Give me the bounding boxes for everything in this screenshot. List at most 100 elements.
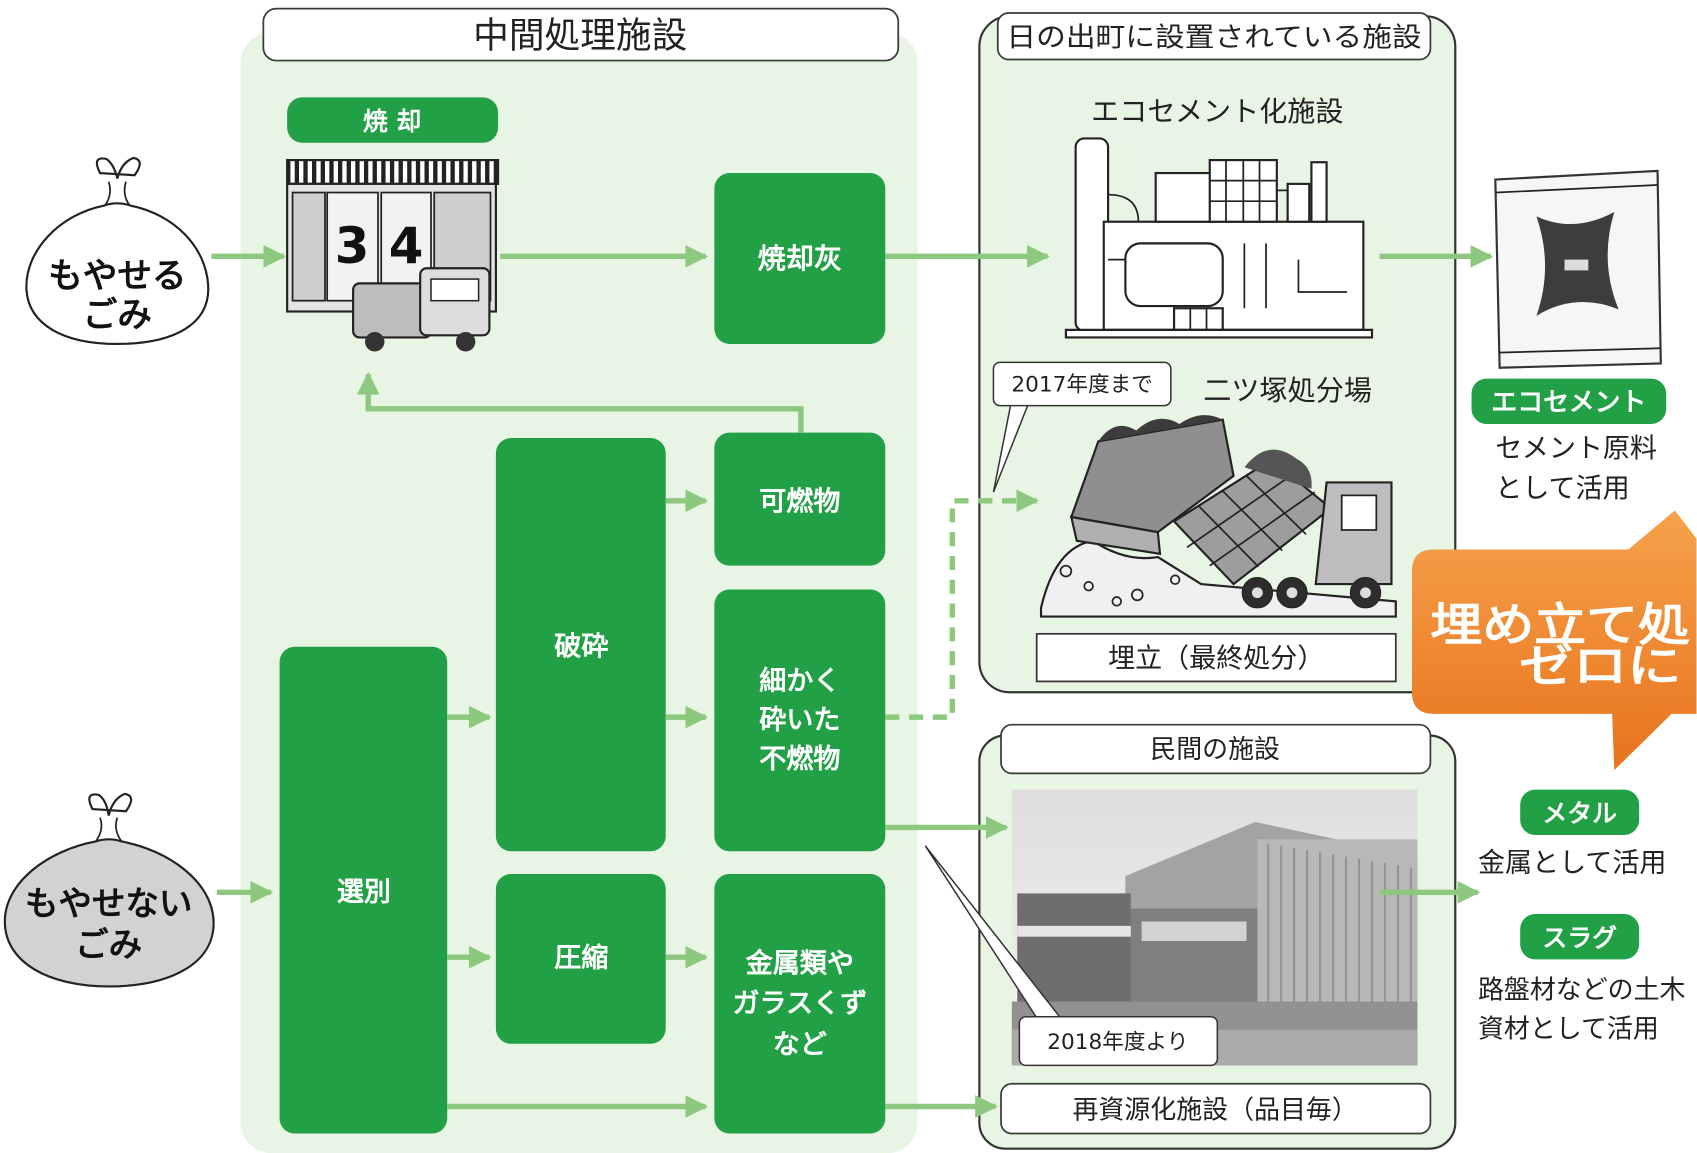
plant-pipes xyxy=(1108,189,1348,309)
hinode-title: 日の出町に設置されている施設 xyxy=(1006,23,1421,54)
landfill-pebbles xyxy=(1059,564,1181,607)
burnable-label-line2: ごみ xyxy=(83,296,152,336)
arrow-combustibles-to-incinerator xyxy=(356,371,804,433)
plant-ground xyxy=(1064,328,1374,339)
intermediate-header: 中間処理施設 xyxy=(262,7,900,62)
landfill-heap-front xyxy=(1069,515,1162,556)
slag-output: スラグ 路盤材などの土木 資材として活用 xyxy=(1478,913,1686,1044)
slag-desc-line2: 資材として活用 xyxy=(1478,1014,1659,1044)
metal-label: メタル xyxy=(1542,799,1617,828)
nonburnable-garbage-bag: もやせない ごみ xyxy=(3,792,215,988)
fine-noncombustibles-box: 細かく 砕いた 不燃物 xyxy=(714,589,886,852)
plant-horizontal-tank xyxy=(1124,242,1224,308)
garbage-truck-wheel xyxy=(365,332,385,352)
ash-box-bg xyxy=(714,173,886,344)
callout-from-2018-box xyxy=(1018,1015,1219,1067)
dump-truck-hub xyxy=(1360,587,1371,599)
compression-label: 圧縮 xyxy=(554,942,608,974)
recycling-box-label: 再資源化施設（品目毎） xyxy=(1073,1095,1358,1125)
incinerator-roof-band xyxy=(286,158,500,185)
incinerator-door-1 xyxy=(291,191,326,302)
combustibles-box-bg xyxy=(714,432,886,566)
arrow-fine-to-landfill-dashed xyxy=(885,489,1039,720)
ecocement-bag-tag xyxy=(1564,259,1589,271)
ecocement-plant-illustration xyxy=(1064,137,1374,339)
garbage-truck-wheel xyxy=(455,332,476,352)
metals-glass-line2: ガラスくず xyxy=(733,988,868,1019)
photo-main-building-front xyxy=(1257,839,1418,1006)
callout-zero-landfill-line2: ゼロに xyxy=(1519,639,1681,692)
sorting-label: 選別 xyxy=(337,877,391,908)
ash-label: 焼却灰 xyxy=(758,242,842,275)
callout-until-2017: 2017年度まで xyxy=(992,361,1172,493)
private-title: 民間の施設 xyxy=(1150,735,1280,765)
slag-desc-line1: 路盤材などの土木 xyxy=(1478,975,1686,1005)
combustibles-box: 可燃物 xyxy=(714,432,886,566)
photo-front-stripes xyxy=(1267,843,1413,1006)
ecocement-label: エコセメント xyxy=(1491,388,1646,418)
crushing-box: 破砕 xyxy=(495,438,666,852)
callout-until-2017-text: 2017年度まで xyxy=(1011,373,1153,398)
plant-door xyxy=(1172,307,1224,331)
fine-noncombustibles-line2: 砕いた xyxy=(759,705,840,736)
ecocement-output: エコセメント セメント原料 として活用 xyxy=(1471,378,1667,505)
crushing-box-bg xyxy=(495,438,666,852)
plant-stack-2 xyxy=(1310,161,1328,223)
sorting-box: 選別 xyxy=(279,646,448,1134)
landfill-box-label: 埋立（最終処分） xyxy=(1108,643,1324,674)
landfill-box-bg xyxy=(1035,632,1397,683)
ash-box: 焼却灰 xyxy=(714,173,886,344)
dump-truck-window xyxy=(1340,494,1378,531)
callout-from-2018-text: 2018年度より xyxy=(1047,1030,1188,1055)
private-header-box xyxy=(1000,723,1432,775)
photo-left-band xyxy=(1017,925,1131,937)
burnable-garbage-bag: もやせる ごみ xyxy=(25,156,210,346)
ecocement-bag-crimp xyxy=(1496,184,1660,354)
burnable-label-line1: もやせる xyxy=(48,257,186,297)
incinerator-door-number-4: 4 xyxy=(389,217,424,275)
dump-truck-bed-grid xyxy=(1186,471,1316,568)
sorting-box-bg xyxy=(279,646,448,1134)
bag-neck xyxy=(94,817,123,843)
callout-zero-landfill: 埋め立て処 ゼロに xyxy=(1412,510,1697,771)
plant-stack-1 xyxy=(1286,182,1311,223)
bag-body xyxy=(3,838,215,988)
ecocement-label-box xyxy=(1471,378,1667,424)
incinerator-door-number-3: 3 xyxy=(335,217,370,275)
metals-glass-box: 金属類や ガラスくず など xyxy=(714,873,886,1134)
slag-label-box xyxy=(1520,913,1640,960)
compression-box-bg xyxy=(495,873,666,1044)
fine-noncombustibles-line1: 細かく xyxy=(759,666,840,697)
metals-glass-line1: 金属類や xyxy=(745,947,854,979)
dump-truck-hub xyxy=(1286,587,1298,599)
incineration-label-box xyxy=(287,97,499,143)
metals-glass-box-bg xyxy=(714,873,886,1134)
plant-tower-left xyxy=(1154,171,1214,223)
incineration-label: 焼 却 xyxy=(287,97,499,143)
fine-noncombustibles-box-bg xyxy=(714,589,886,852)
compression-box: 圧縮 xyxy=(495,873,666,1044)
garbage-truck-window xyxy=(430,278,480,302)
ecocement-bag-illustration xyxy=(1494,169,1662,369)
hinode-header: 日の出町に設置されている施設 xyxy=(996,12,1432,61)
fine-noncombustibles-line3: 不燃物 xyxy=(759,744,840,775)
recycling-box-bg xyxy=(1000,1082,1432,1135)
nonburnable-label-line1: もやせない xyxy=(25,884,193,923)
callout-zero-landfill-bubble xyxy=(1412,510,1697,771)
callout-zero-landfill-line1: 埋め立て処 xyxy=(1430,598,1690,651)
plant-door-lines xyxy=(1189,308,1208,330)
ecocement-desc-line1: セメント原料 xyxy=(1495,434,1657,465)
crushing-label: 破砕 xyxy=(554,631,608,662)
callout-until-2017-box xyxy=(992,361,1172,407)
ecocement-plant-title: エコセメント化施設 xyxy=(1091,95,1343,128)
bag-body xyxy=(25,202,210,346)
metal-output: メタル 金属として活用 xyxy=(1478,789,1666,879)
bag-knot xyxy=(95,156,141,179)
metals-glass-line3: など xyxy=(773,1029,827,1060)
landfill-heap-top xyxy=(1098,415,1223,442)
callout-from-2018: 2018年度より xyxy=(924,845,1219,1067)
hinode-header-box xyxy=(996,12,1432,61)
incinerator-illustration: 3 4 xyxy=(286,158,500,352)
intermediate-header-box xyxy=(262,7,900,62)
